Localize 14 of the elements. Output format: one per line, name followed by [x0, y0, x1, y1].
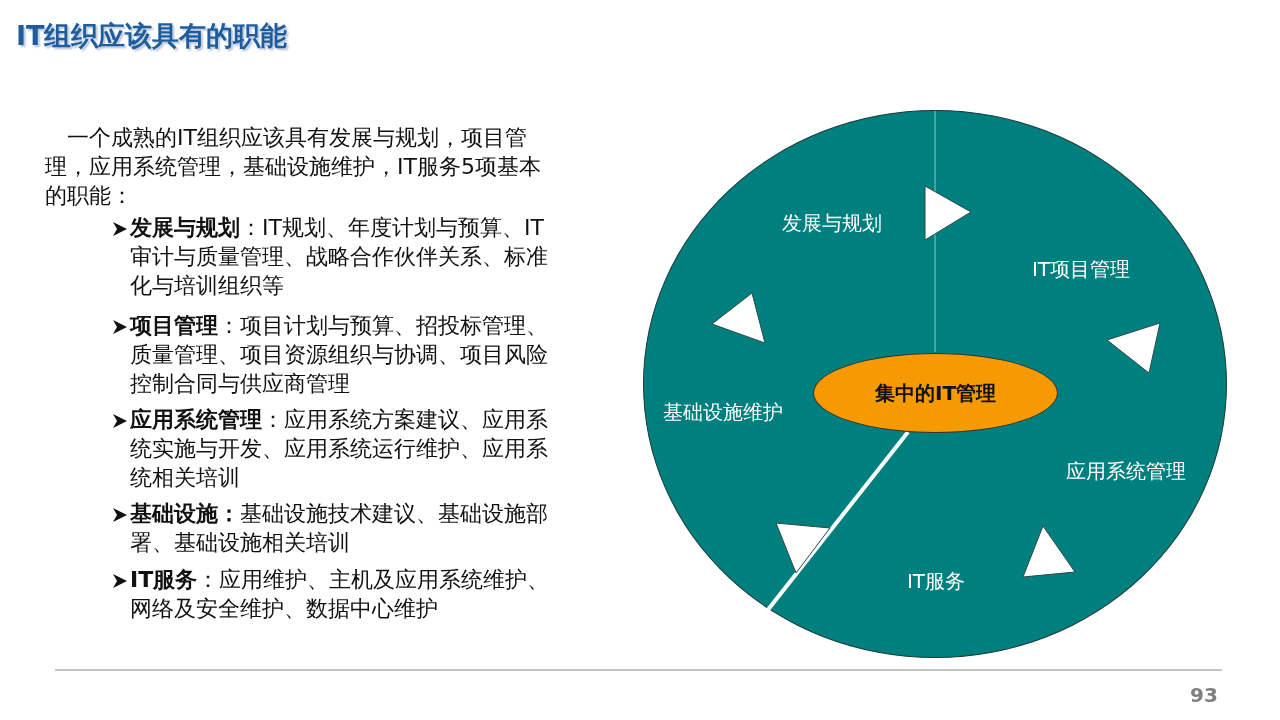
- sector-label: 基础设施维护: [663, 398, 783, 426]
- ellipse-label: 集中的IT管理: [874, 379, 997, 407]
- paragraph-text: 一个成熟的IT组织应该具有发展与规划，项目管理，应用系统管理，基础设施维护，IT服务5项基本的职能：: [45, 124, 542, 210]
- bullet-text: 基础设施：基础设施技术建议、基础设施部署、基础设施相关培训: [130, 500, 549, 557]
- bullet-text: 应用系统管理：应用系统方案建议、应用系统实施与开发、应用系统运行维护、应用系统相关培训: [130, 406, 549, 492]
- bullet-text: 发展与规划：IT规划、年度计划与预算、IT审计与质量管理、战略合作伙伴关系、标准化与培训组织等: [130, 214, 549, 300]
- bullet-text: IT服务：应用维护、主机及应用系统维护、网络及安全维护、数据中心维护: [130, 566, 551, 623]
- sector-label: IT服务: [906, 567, 966, 595]
- bullet-text: 项目管理：项目计划与预算、招投标管理、质量管理、项目资源组织与协调、项目风险控制合同与供应商管理: [130, 312, 549, 398]
- sector-label: IT项目管理: [1031, 255, 1131, 283]
- slide-title: IT组织应该具有的职能: [16, 19, 288, 53]
- sector-label: 发展与规划: [782, 209, 882, 237]
- sector-label: 应用系统管理: [1066, 457, 1186, 485]
- page-number: 93: [1190, 683, 1218, 707]
